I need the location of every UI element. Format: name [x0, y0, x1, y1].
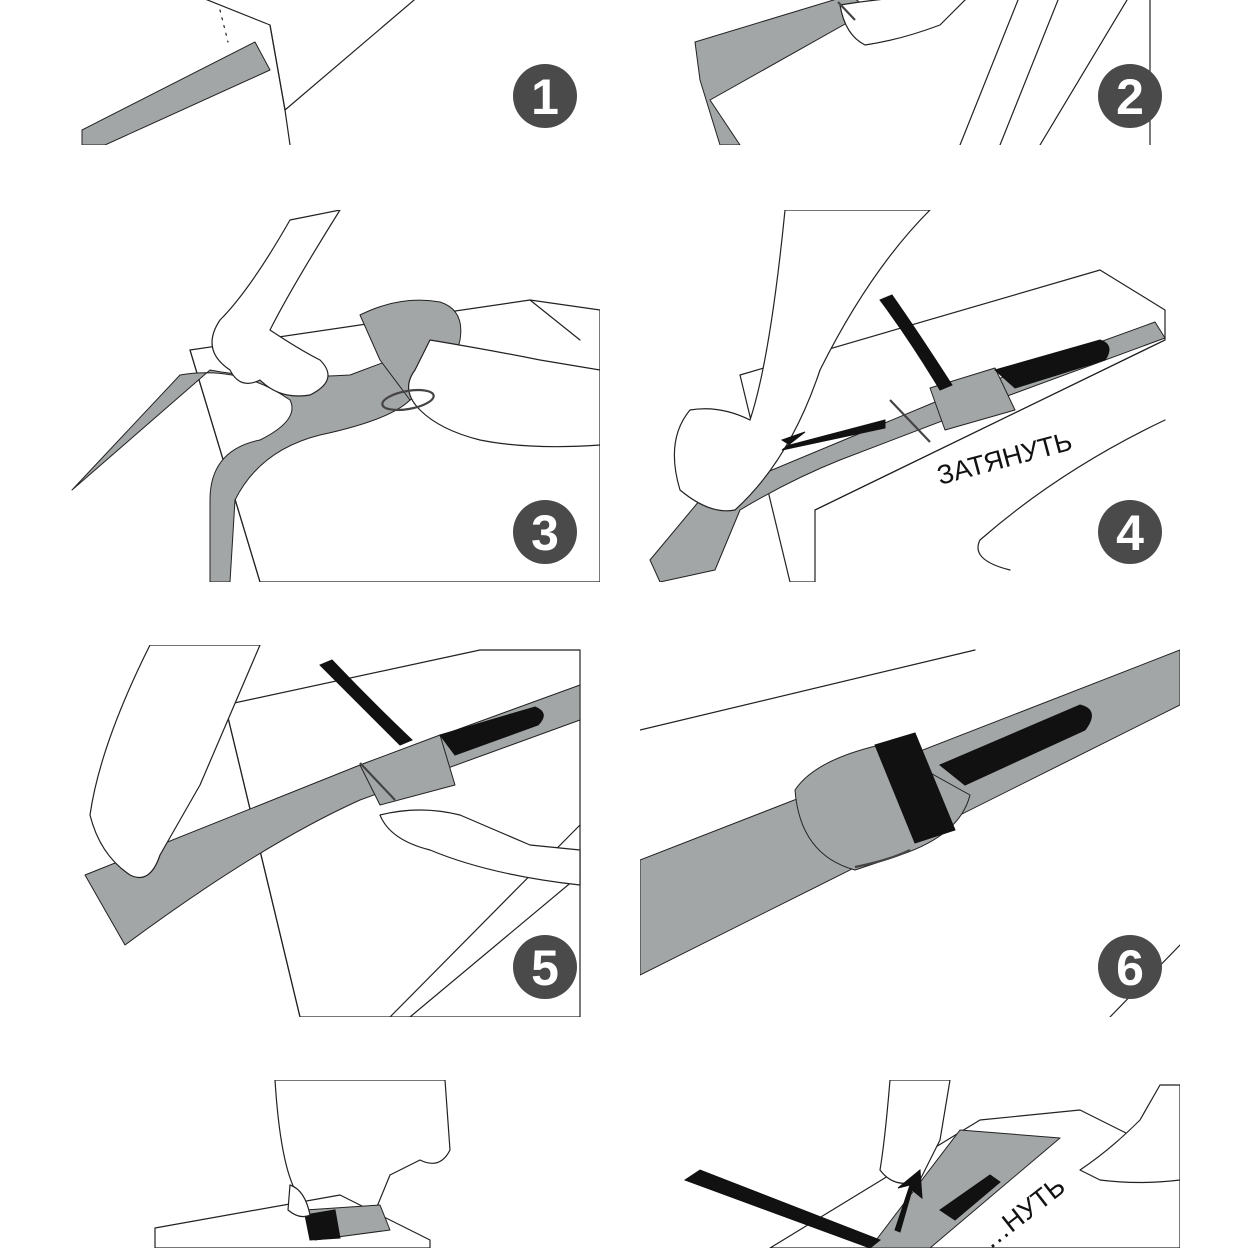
stitch-line — [219, 9, 229, 43]
right-hand — [1079, 1084, 1180, 1184]
strap — [869, 1129, 1061, 1248]
direction-arrow-icon — [780, 419, 886, 451]
strap — [71, 359, 411, 582]
step-1-panel: 1 — [81, 0, 577, 145]
box-edges — [814, 339, 1166, 571]
strap-end — [939, 1174, 1001, 1221]
svg-text:4: 4 — [1116, 505, 1144, 561]
svg-text:5: 5 — [531, 940, 559, 996]
step-number-badge: 1 — [513, 64, 577, 128]
strap-tail — [879, 294, 953, 391]
svg-text:1: 1 — [531, 69, 559, 125]
svg-text:6: 6 — [1116, 940, 1144, 996]
strap-end — [439, 706, 544, 756]
buckle-icon — [381, 388, 435, 412]
strap — [81, 41, 271, 145]
hand — [839, 0, 966, 46]
step-3-panel: 3 — [71, 210, 600, 582]
step-6-panel: 6 — [640, 649, 1180, 1017]
step-4-panel: ЗАТЯНУТЬ 4 — [649, 210, 1166, 582]
right-hand — [379, 809, 581, 886]
box-edge — [269, 24, 291, 145]
step-number-badge: 6 — [1098, 935, 1162, 999]
left-hand — [89, 645, 261, 879]
buckle-icon — [854, 849, 911, 869]
right-hand — [408, 339, 600, 448]
buckle-icon — [889, 399, 931, 443]
strap-tail — [683, 1169, 881, 1248]
buckle-icon — [837, 1, 856, 21]
handle — [304, 1209, 341, 1241]
direction-arrow-icon — [894, 1169, 923, 1233]
strap-tail — [319, 659, 413, 746]
strap — [694, 0, 871, 145]
box-edges — [959, 0, 1151, 145]
svg-text:2: 2 — [1116, 69, 1144, 125]
svg-text:3: 3 — [531, 505, 559, 561]
step-5-panel: 5 — [84, 645, 581, 1017]
step-number-badge: 4 — [1098, 500, 1162, 564]
retaining-band — [874, 732, 956, 844]
step-number-badge: 5 — [513, 935, 577, 999]
step-2-panel: 2 — [694, 0, 1162, 145]
step-7-panel — [154, 1080, 451, 1248]
step-number-badge: 2 — [1098, 64, 1162, 128]
step-number-badge: 3 — [513, 500, 577, 564]
hand — [673, 210, 931, 512]
buckle-icon — [359, 762, 396, 801]
left-hand — [211, 210, 341, 397]
hand — [287, 1184, 311, 1218]
strap-end — [993, 339, 1110, 389]
step-8-panel: …НУТЬ — [683, 1080, 1180, 1248]
strap-end — [939, 704, 1092, 786]
strap — [649, 321, 1166, 582]
